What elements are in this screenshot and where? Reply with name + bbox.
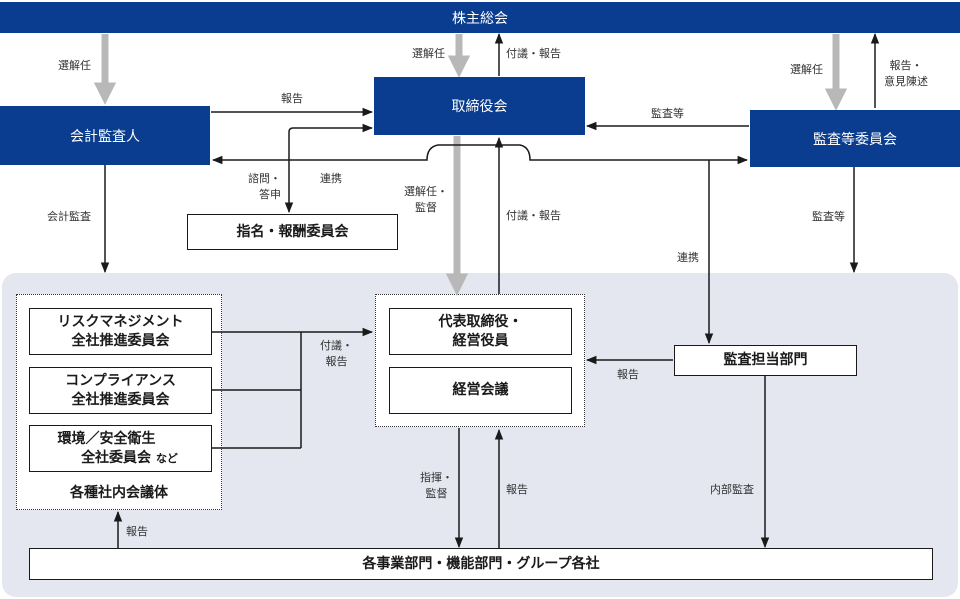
- label-elect-supervise-1: 選解任・: [404, 185, 448, 198]
- label-cooperation-right: 連携: [677, 251, 699, 264]
- label-report-opinion-2: 意見陳述: [884, 74, 928, 88]
- label-direct-supervise-1: 指揮・: [420, 471, 453, 484]
- label-report-to-board: 報告: [281, 92, 303, 105]
- compliance-committee-line2: 全社推進委員会: [71, 391, 170, 408]
- board-label: 取締役会: [451, 99, 508, 115]
- label-report-up-bottom: 報告: [506, 483, 528, 496]
- accounting-auditor-label: 会計監査人: [70, 128, 140, 145]
- label-elect-left: 選解任: [58, 59, 91, 72]
- label-consult-1: 諮問・: [248, 172, 281, 185]
- business-units-box: 各事業部門・機能部門・グループ各社: [29, 548, 933, 580]
- label-refer-left-1: 付議・: [320, 339, 353, 352]
- management-meeting-label: 経営会議: [452, 382, 509, 399]
- board-of-directors-box: 取締役会: [374, 77, 585, 135]
- audit-committee-label: 監査等委員会: [813, 131, 897, 148]
- env-committee-line1: 環境／安全衛生: [57, 431, 156, 448]
- label-report-from-audit-dept: 報告: [617, 368, 639, 381]
- shareholders-meeting-box: 株主総会: [0, 2, 960, 33]
- executives-line2: 経営役員: [452, 332, 509, 349]
- label-consult-2: 答申: [259, 187, 281, 201]
- label-elect-center: 選解任: [412, 47, 445, 60]
- label-report-opinion: 報告・ 意見陳述: [884, 58, 928, 90]
- label-internal-audit: 内部監査: [710, 483, 754, 496]
- label-report-bottom-left: 報告: [126, 525, 148, 538]
- label-direct-supervise-2: 監督: [425, 486, 448, 500]
- label-refer-left-2: 報告: [325, 354, 348, 368]
- executives-line1: 代表取締役・: [438, 314, 523, 331]
- shareholders-meeting-label: 株主総会: [452, 10, 508, 27]
- env-committee-box: 環境／安全衛生 全社委員会 など: [29, 425, 212, 472]
- risk-committee-line1: リスクマネジメント: [57, 314, 184, 331]
- compliance-committee-box: コンプライアンス 全社推進委員会: [29, 367, 212, 414]
- audit-committee-box: 監査等委員会: [750, 110, 960, 167]
- label-refer-report-top: 付議・報告: [506, 47, 561, 60]
- business-units-label: 各事業部門・機能部門・グループ各社: [362, 555, 600, 572]
- nomination-committee-box: 指名・報酬委員会: [187, 214, 398, 250]
- label-audit-etc-top: 監査等: [651, 107, 684, 120]
- label-direct-supervise: 指揮・ 監督: [420, 470, 453, 502]
- internal-bodies-label: 各種社内会議体: [70, 485, 168, 501]
- label-accounting-audit: 会計監査: [47, 210, 91, 223]
- risk-committee-box: リスクマネジメント 全社推進委員会: [29, 308, 212, 355]
- label-report-opinion-1: 報告・: [889, 59, 923, 72]
- label-elect-supervise: 選解任・ 監督: [404, 184, 448, 216]
- nomination-committee-label: 指名・報酬委員会: [236, 223, 349, 240]
- internal-audit-dept-box: 監査担当部門: [674, 345, 857, 376]
- label-elect-right: 選解任: [790, 63, 823, 76]
- label-refer-report-mid: 付議・報告: [506, 209, 561, 222]
- accounting-auditor-box: 会計監査人: [0, 106, 210, 165]
- label-refer-left: 付議・ 報告: [320, 338, 353, 370]
- env-committee-suffix: など: [155, 451, 178, 465]
- management-meeting-box: 経営会議: [389, 367, 572, 414]
- env-committee-line2: 全社委員会: [81, 449, 152, 466]
- label-audit-etc-right: 監査等: [812, 210, 845, 223]
- compliance-committee-line1: コンプライアンス: [65, 373, 176, 390]
- executives-box: 代表取締役・ 経営役員: [389, 308, 572, 355]
- label-elect-supervise-2: 監督: [415, 200, 437, 214]
- env-committee-line2-wrap: 全社委員会 など: [81, 449, 178, 467]
- label-cooperation-top: 連携: [320, 172, 342, 185]
- risk-committee-line2: 全社推進委員会: [71, 332, 170, 349]
- label-consult: 諮問・ 答申: [248, 171, 281, 203]
- internal-audit-dept-label: 監査担当部門: [723, 352, 808, 369]
